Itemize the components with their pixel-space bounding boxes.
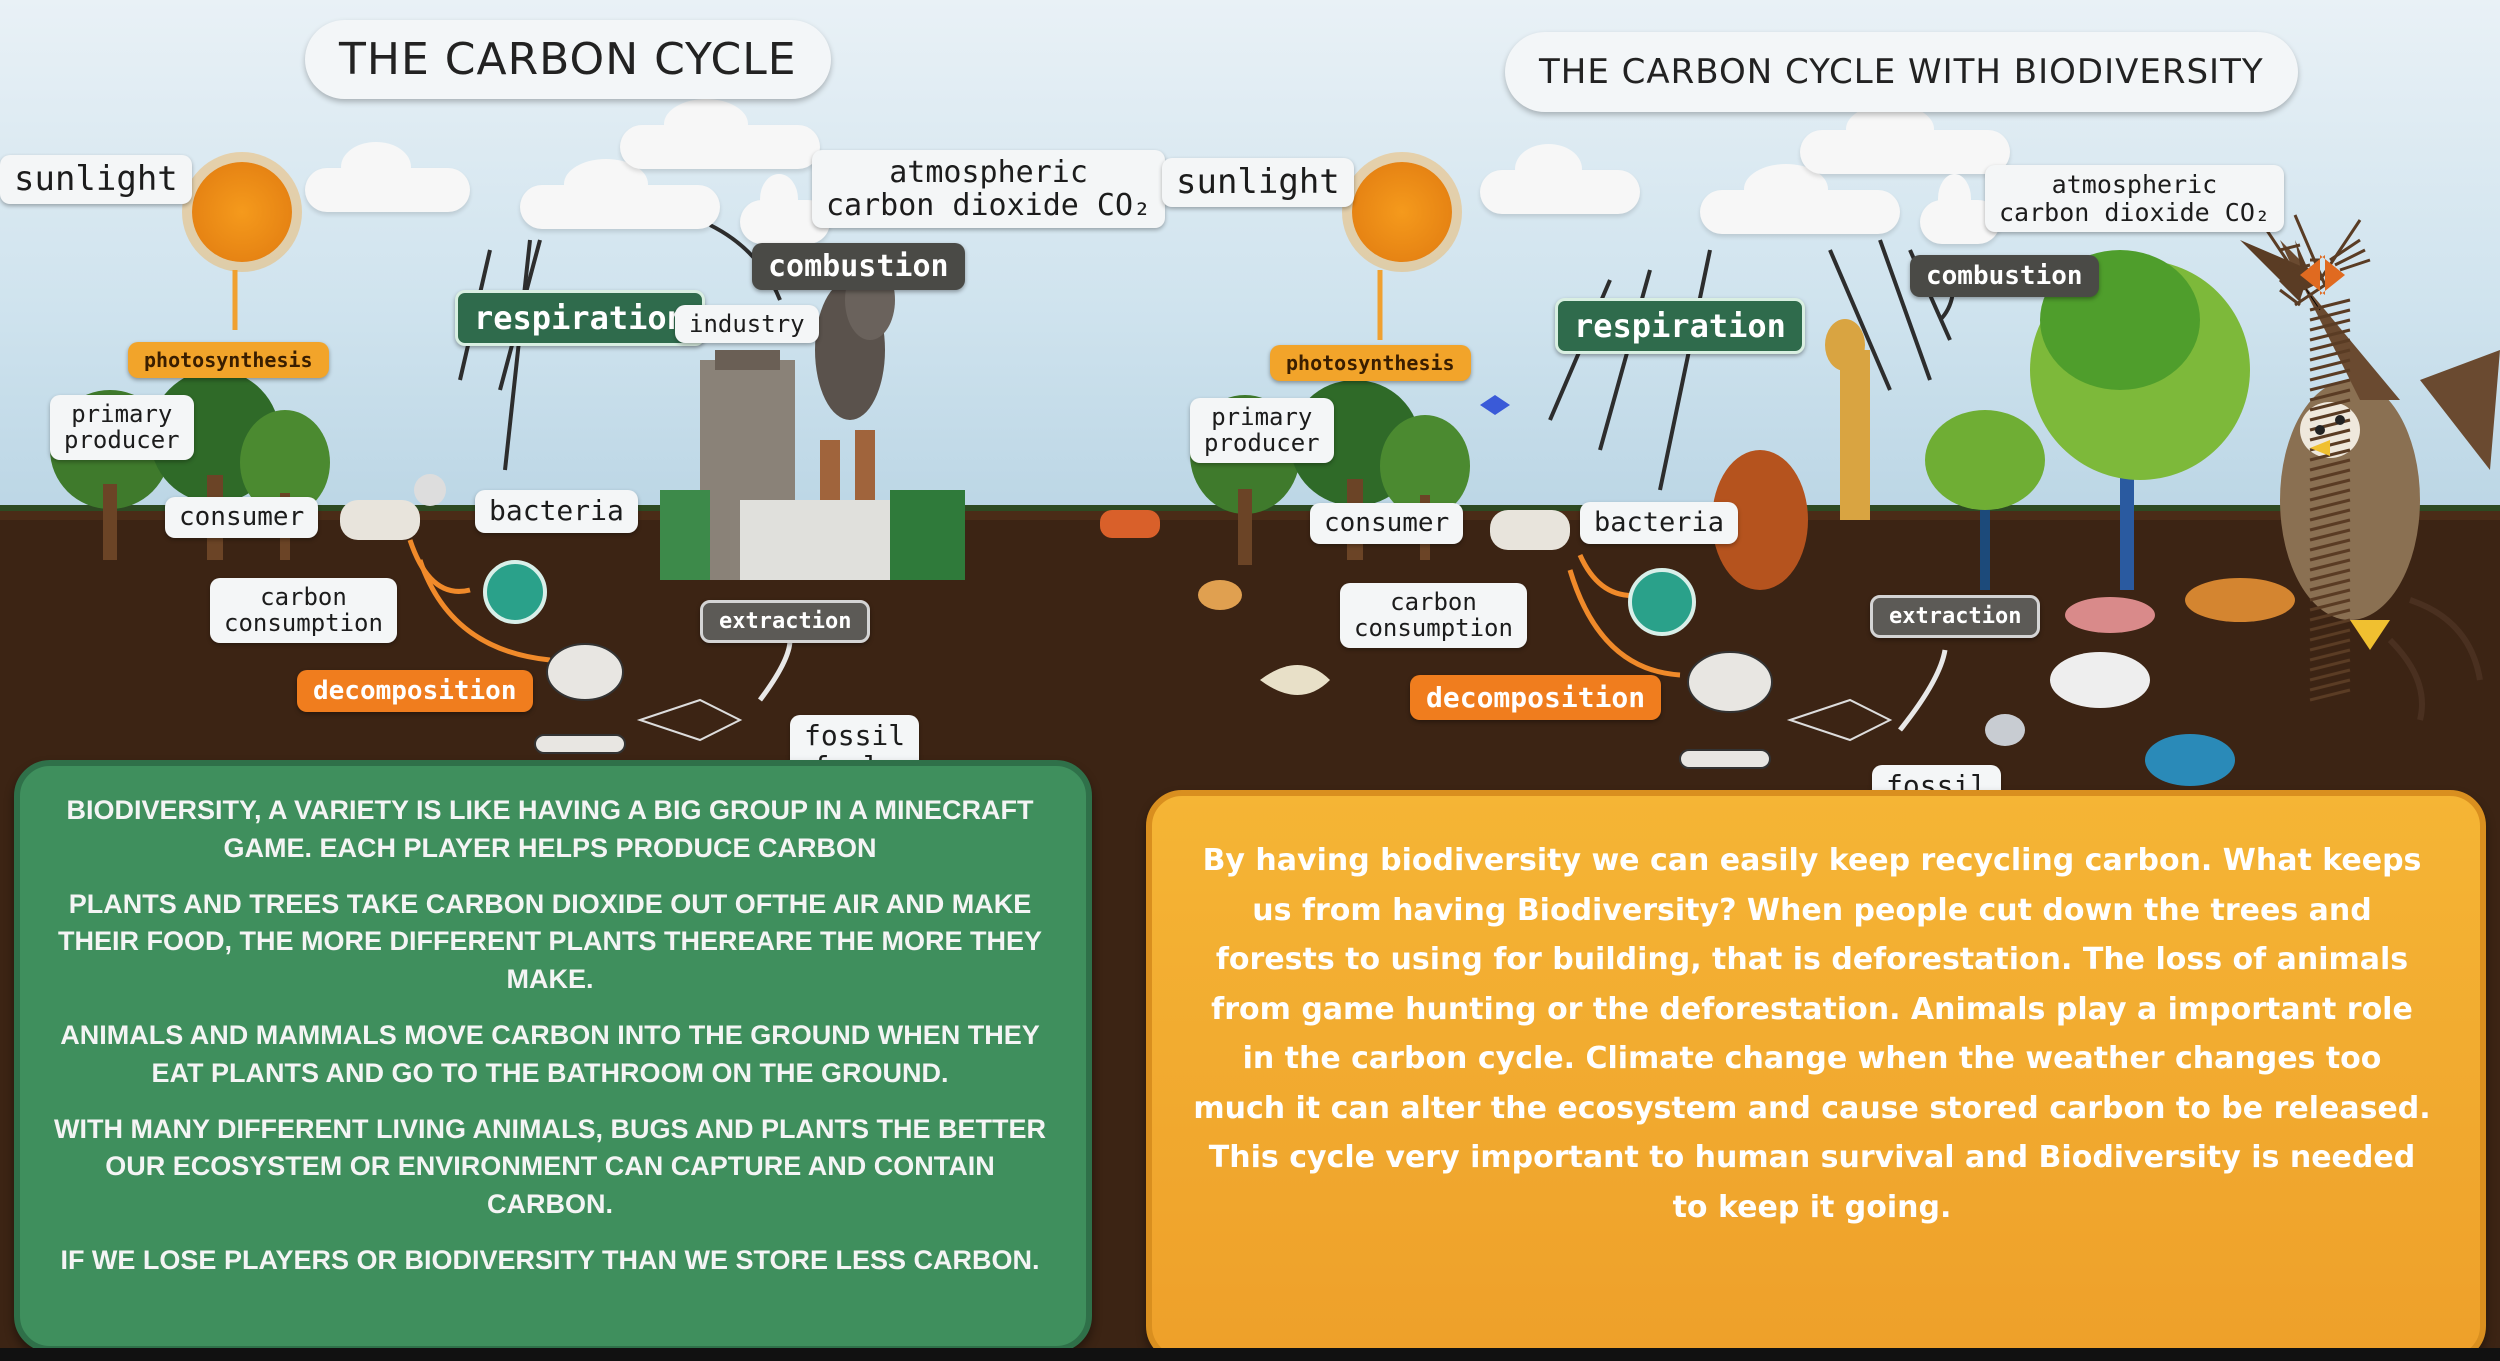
- sun-icon: [192, 162, 292, 262]
- decomposition-arrow-left-1: [407, 539, 471, 594]
- extraction-arrow-left: [757, 639, 793, 702]
- carbon-consumption-label: carbon consumption: [210, 578, 397, 643]
- small-tree-right: [1925, 410, 2045, 510]
- combustion-tag: combustion: [1910, 255, 2099, 297]
- orangutan: [1712, 450, 1808, 590]
- decomposition-tag: decomposition: [1410, 675, 1662, 720]
- green-paragraph-2: PLANTS AND TREES TAKE CARBON DIOXIDE OUT…: [57, 888, 1043, 995]
- consumer-label: consumer: [165, 497, 319, 538]
- photosynthesis-tag: photosynthesis: [128, 342, 329, 378]
- goat-right: [1490, 510, 1570, 550]
- green-text-panel: BIODIVERSITY, A VARIETY IS LIKE HAVING A…: [14, 760, 1092, 1352]
- chicken: [1985, 714, 2025, 746]
- consumer-label: consumer: [1310, 503, 1464, 544]
- snake: [1260, 665, 1330, 695]
- cloud: [1480, 144, 1640, 214]
- combustion-tag: combustion: [752, 243, 965, 290]
- bacteria-label: bacteria: [1580, 502, 1739, 544]
- chameleon: [2145, 734, 2235, 786]
- green-paragraph-3: ANIMALS AND MAMMALS MOVE CARBON INTO THE…: [60, 1019, 1040, 1088]
- photosynthesis-tag: photosynthesis: [1270, 345, 1471, 381]
- deer: [1198, 580, 1242, 610]
- pig: [2065, 597, 2155, 633]
- left-diagram-title: THE CARBON CYCLE: [305, 20, 831, 99]
- sun-icon: [1352, 162, 1452, 262]
- sunlight-label: sunlight: [1162, 158, 1354, 208]
- orange-text-panel: By having biodiversity we can easily kee…: [1146, 790, 2486, 1361]
- green-paragraph-5: IF WE LOSE PLAYERS OR BIODIVERSITY THAN …: [60, 1244, 1040, 1275]
- skull-fossil-left: [546, 643, 624, 701]
- primary-producer-label: primary producer: [50, 395, 194, 460]
- bacteria-cell-right: [1628, 568, 1696, 636]
- tiger: [2185, 578, 2295, 622]
- cloud: [520, 159, 720, 229]
- respiration-tag: respiration: [1555, 298, 1805, 354]
- orange-panel-text: By having biodiversity we can easily kee…: [1193, 843, 2431, 1225]
- goat-left: [340, 474, 446, 540]
- bacteria-cell-left: [483, 560, 547, 624]
- bone-fossil-left: [534, 734, 626, 754]
- bacteria-label: bacteria: [475, 490, 638, 533]
- industry-label: industry: [675, 305, 819, 344]
- extraction-tag: extraction: [1870, 595, 2041, 638]
- giraffe: [1840, 350, 1870, 520]
- cloud: [305, 142, 470, 212]
- carbon-consumption-label: carbon consumption: [1340, 583, 1527, 648]
- butterfly-blue: [1480, 395, 1510, 415]
- cow: [2050, 652, 2150, 708]
- cloud: [620, 99, 820, 169]
- atmospheric-co2-label: atmospheric carbon dioxide CO₂: [812, 150, 1166, 228]
- cloud: [740, 174, 830, 244]
- atmospheric-co2-label: atmospheric carbon dioxide CO₂: [1985, 165, 2284, 232]
- respiration-tag: respiration: [455, 290, 705, 346]
- butterfly-orange: [2300, 255, 2345, 295]
- tree-right-3: [1380, 415, 1470, 560]
- green-paragraph-1: BIODIVERSITY, A VARIETY IS LIKE HAVING A…: [66, 795, 1034, 863]
- factory-illustration: [660, 260, 965, 580]
- primary-producer-label: primary producer: [1190, 398, 1334, 463]
- sunlight-label: sunlight: [0, 155, 192, 205]
- right-diagram-title: THE CARBON CYCLE WITH BIODIVERSITY: [1505, 32, 2298, 112]
- fox: [1100, 510, 1160, 538]
- green-panel-text: BIODIVERSITY, A VARIETY IS LIKE HAVING A…: [40, 792, 1060, 1298]
- monitor-bezel: [0, 1348, 2500, 1361]
- green-paragraph-4: WITH MANY DIFFERENT LIVING ANIMALS, BUGS…: [54, 1113, 1046, 1220]
- decomposition-tag: decomposition: [297, 670, 533, 712]
- cloud: [1700, 164, 1900, 234]
- cloud: [1800, 104, 2010, 174]
- extraction-tag: extraction: [700, 600, 871, 643]
